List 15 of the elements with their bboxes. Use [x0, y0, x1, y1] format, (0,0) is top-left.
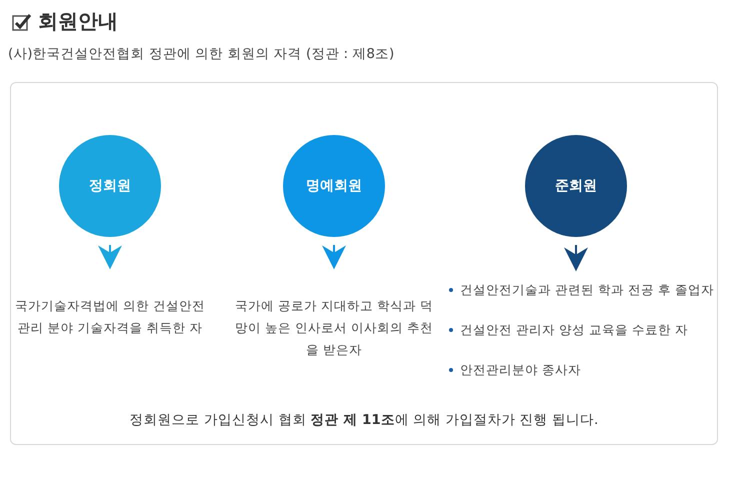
list-item-text: 건설안전 관리자 양성 교육을 수료한 자 — [460, 322, 688, 338]
arrow — [98, 245, 122, 270]
description-text: 국가에 공로가 지대하고 학식과 덕망이 높은 인사로서 이사회의 추천을 받은자 — [235, 295, 433, 365]
list-item-text: 안전관리분야 종사자 — [460, 362, 581, 378]
list-item-text: 건설안전기술과 관련된 학과 전공 후 졸업자 — [460, 282, 714, 298]
page-title: 회원안내 — [38, 8, 118, 35]
arrow — [564, 245, 588, 272]
member-circle: 명예회원 — [283, 135, 385, 237]
member-circle: 준회원 — [525, 135, 627, 237]
description-text: 국가기술자격법에 의한 건설안전관리 분야 기술자격을 취득한 자 — [11, 295, 209, 365]
content-panel — [10, 82, 718, 445]
member-circle: 정회원 — [59, 135, 161, 237]
subtitle-text: (사)한국건설안전협회 정관에 의한 회원의 자격 (정관 : 제8조) — [8, 45, 394, 63]
footer-note: 정회원으로 가입신청시 협회 정관 제 11조에 의해 가입절차가 진행 됩니다. — [128, 411, 600, 429]
arrow — [322, 245, 346, 270]
